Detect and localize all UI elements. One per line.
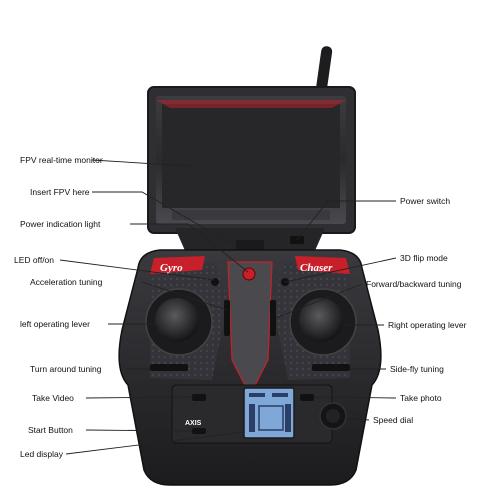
label-led-toggle: LED off/on bbox=[14, 255, 55, 265]
brand-logo: AXIS bbox=[185, 420, 202, 427]
label-power-light: Power indication light bbox=[20, 219, 101, 229]
speed-dial[interactable] bbox=[319, 402, 347, 430]
label-take-photo: Take photo bbox=[400, 393, 442, 403]
acceleration-trim[interactable] bbox=[224, 300, 230, 336]
side-fly-trim[interactable] bbox=[312, 364, 350, 371]
label-speed-dial: Speed dial bbox=[373, 415, 414, 425]
label-side-fly: Side-fly tuning bbox=[390, 364, 444, 374]
label-start-button: Start Button bbox=[28, 425, 73, 435]
fpv-monitor bbox=[147, 86, 356, 234]
label-take-video: Take Video bbox=[32, 393, 74, 403]
label-led-display: Led display bbox=[20, 449, 64, 459]
turn-around-trim[interactable] bbox=[150, 364, 188, 371]
take-photo-button[interactable] bbox=[300, 394, 314, 401]
label-fb-tuning: Forward/backward tuning bbox=[366, 279, 462, 289]
power-indicator-light bbox=[242, 267, 256, 281]
callout-lines bbox=[59, 159, 397, 455]
left-operating-lever[interactable] bbox=[145, 288, 213, 356]
left-logo: Gyro bbox=[160, 262, 183, 274]
forward-backward-trim[interactable] bbox=[270, 300, 276, 336]
take-video-button[interactable] bbox=[192, 394, 206, 401]
led-display bbox=[243, 387, 295, 439]
label-left-lever: left operating lever bbox=[20, 319, 90, 329]
label-turn-tuning: Turn around tuning bbox=[30, 364, 102, 374]
label-fpv-monitor: FPV real-time monitor bbox=[20, 155, 103, 165]
label-power-switch: Power switch bbox=[400, 196, 451, 206]
label-right-lever: Right operating lever bbox=[388, 320, 467, 330]
label-accel-tuning: Acceleration tuning bbox=[30, 277, 103, 287]
label-insert-fpv: Insert FPV here bbox=[30, 187, 90, 197]
label-flip-mode: 3D flip mode bbox=[400, 253, 448, 263]
right-logo: Chaser bbox=[300, 262, 333, 274]
start-button[interactable] bbox=[192, 428, 206, 434]
right-operating-lever[interactable] bbox=[289, 288, 357, 356]
